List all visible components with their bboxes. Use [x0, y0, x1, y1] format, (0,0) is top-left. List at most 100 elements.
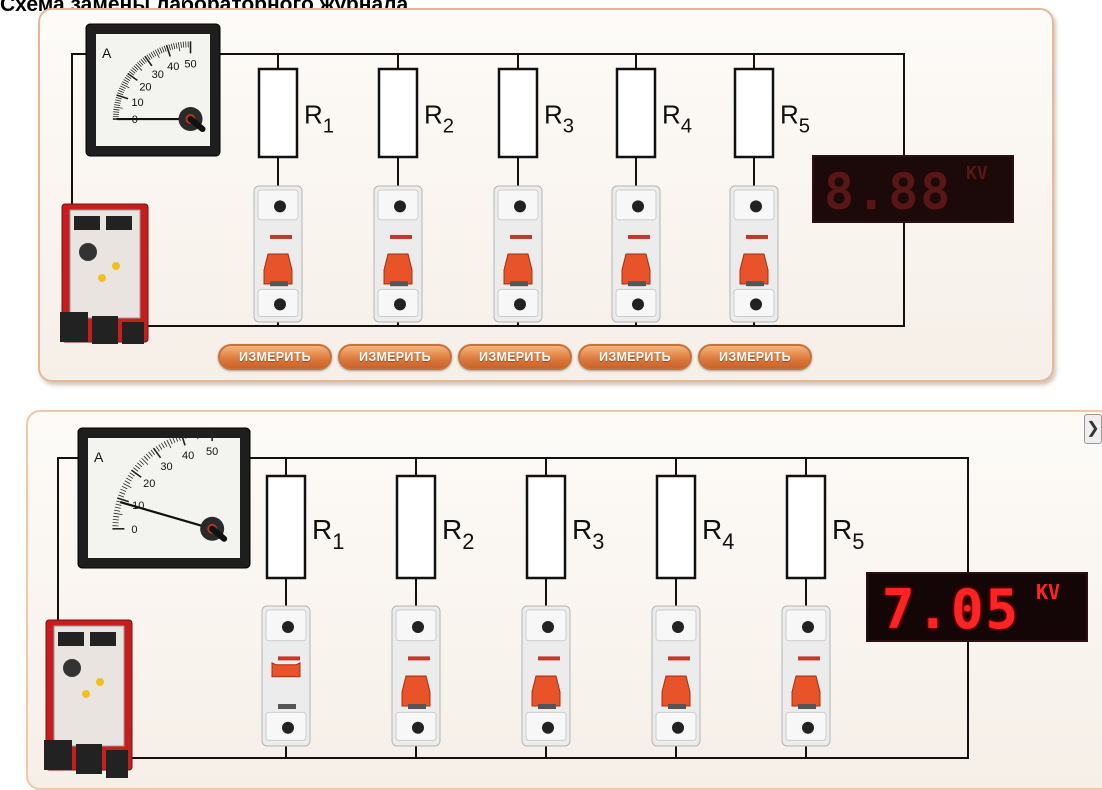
breaker-indicator — [746, 281, 764, 286]
breaker-handle-icon — [622, 254, 650, 284]
voltage-display-top: 8.88 KV — [812, 155, 1014, 223]
resistor-label-2: R2 — [442, 514, 474, 554]
scale-label: 10 — [131, 97, 143, 109]
power-supply-display — [106, 216, 132, 230]
screw-icon — [412, 722, 424, 734]
scale-tick — [183, 42, 184, 48]
resistor-2 — [397, 476, 435, 578]
indicator-lamp — [82, 690, 90, 698]
brand-label — [746, 235, 768, 239]
resistor-5 — [735, 69, 773, 157]
display-value: 7.05 — [882, 578, 1020, 641]
screw-icon — [274, 298, 286, 310]
screw-icon — [282, 621, 294, 633]
breaker-4[interactable] — [652, 606, 700, 746]
clamp-icon — [60, 312, 88, 342]
resistor-label-1: R1 — [312, 514, 344, 554]
scale-tick — [203, 429, 204, 435]
scale-label: 0 — [131, 524, 137, 536]
indicator-lamp — [98, 274, 106, 282]
screw-icon — [750, 298, 762, 310]
clamp-icon — [122, 322, 144, 344]
breaker-indicator — [510, 281, 528, 286]
scale-label: 30 — [152, 69, 164, 81]
resistor-label-2: R2 — [424, 100, 454, 138]
power-supply-display — [58, 632, 84, 646]
scale-tick — [113, 519, 119, 520]
resistor-label-3: R3 — [572, 514, 604, 554]
breaker-handle-icon — [384, 254, 412, 284]
measure-button-r5[interactable]: ИЗМЕРИТЬ — [698, 344, 812, 370]
breaker-5[interactable] — [730, 186, 778, 322]
scale-label: 50 — [206, 446, 218, 458]
screw-icon — [282, 722, 294, 734]
brand-label — [408, 656, 430, 660]
resistor-1 — [259, 69, 297, 157]
breaker-indicator — [390, 281, 408, 286]
screw-icon — [632, 200, 644, 212]
power-supply-display — [74, 216, 100, 230]
screw-icon — [412, 621, 424, 633]
power-supply[interactable] — [60, 204, 148, 344]
screw-icon — [802, 722, 814, 734]
scale-label: 40 — [167, 61, 179, 73]
resistor-label-3: R3 — [544, 100, 574, 138]
resistor-3 — [499, 69, 537, 157]
measure-button-r4[interactable]: ИЗМЕРИТЬ — [578, 344, 692, 370]
breaker-3[interactable] — [494, 186, 542, 322]
scale-label: 40 — [182, 450, 194, 462]
resistor-label-4: R4 — [662, 100, 692, 138]
breaker-3[interactable] — [522, 606, 570, 746]
screw-icon — [750, 200, 762, 212]
scale-tick — [113, 112, 119, 113]
breaker-indicator — [628, 281, 646, 286]
screw-icon — [672, 621, 684, 633]
breaker-indicator — [408, 704, 426, 709]
scale-label: 20 — [143, 478, 155, 490]
knob-icon — [79, 243, 97, 261]
resistor-4 — [617, 69, 655, 157]
indicator-lamp — [96, 678, 104, 686]
breaker-2[interactable] — [392, 606, 440, 746]
measure-button-r2[interactable]: ИЗМЕРИТЬ — [338, 344, 452, 370]
measure-button-r3[interactable]: ИЗМЕРИТЬ — [458, 344, 572, 370]
brand-label — [668, 656, 690, 660]
power-supply-display — [90, 632, 116, 646]
measure-button-row: ИЗМЕРИТЬ ИЗМЕРИТЬ ИЗМЕРИТЬ ИЗМЕРИТЬ ИЗМЕ… — [218, 344, 812, 370]
breaker-indicator — [278, 704, 296, 709]
power-supply[interactable] — [44, 620, 132, 778]
voltage-display-bottom: 7.05 KV — [866, 572, 1088, 642]
breaker-2[interactable] — [374, 186, 422, 322]
screw-icon — [514, 298, 526, 310]
resistor-1 — [267, 476, 305, 578]
screw-icon — [632, 298, 644, 310]
breaker-handle-icon — [792, 676, 820, 706]
chevron-right-icon[interactable]: ❯ — [1084, 414, 1102, 444]
resistor-5 — [787, 476, 825, 578]
resistor-label-5: R5 — [832, 514, 864, 554]
brand-label — [628, 235, 650, 239]
wire-ammeter-feed — [58, 458, 78, 628]
screw-icon — [672, 722, 684, 734]
breaker-1[interactable] — [262, 606, 310, 746]
breaker-handle-icon — [740, 254, 768, 284]
breaker-handle-icon — [272, 663, 300, 677]
brand-label — [798, 656, 820, 660]
screw-icon — [394, 298, 406, 310]
measure-button-r1[interactable]: ИЗМЕРИТЬ — [218, 344, 332, 370]
clamp-icon — [106, 750, 128, 778]
brand-label — [538, 656, 560, 660]
breaker-5[interactable] — [782, 606, 830, 746]
breaker-handle-icon — [264, 254, 292, 284]
display-unit: KV — [1036, 580, 1060, 604]
breaker-4[interactable] — [612, 186, 660, 322]
knob-icon — [63, 659, 81, 677]
brand-label — [278, 656, 300, 660]
indicator-lamp — [112, 262, 120, 270]
breaker-1[interactable] — [254, 186, 302, 322]
resistor-3 — [527, 476, 565, 578]
ammeter-unit-label: A — [94, 449, 104, 465]
breaker-handle-icon — [662, 676, 690, 706]
wire-ammeter-feed — [72, 54, 86, 214]
